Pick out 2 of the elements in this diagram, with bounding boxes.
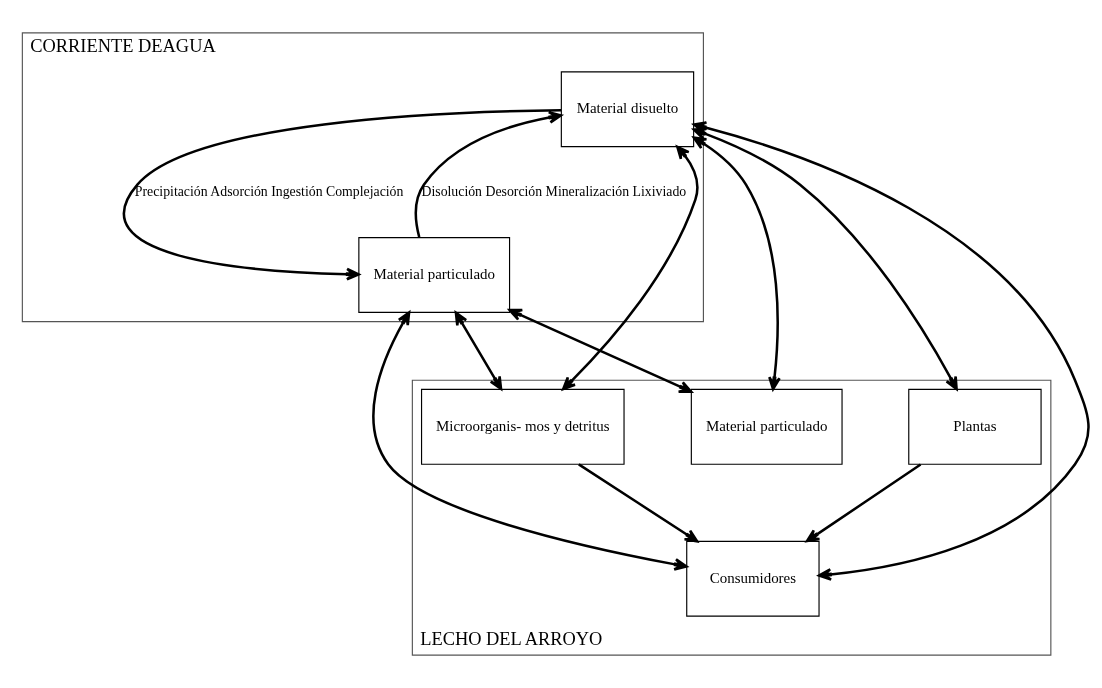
edge-label: Precipitación Adsorción Ingestión Complejación	[134, 183, 404, 199]
edge-label: Disolución Desorción Mineralización Lixiviado	[421, 183, 687, 199]
